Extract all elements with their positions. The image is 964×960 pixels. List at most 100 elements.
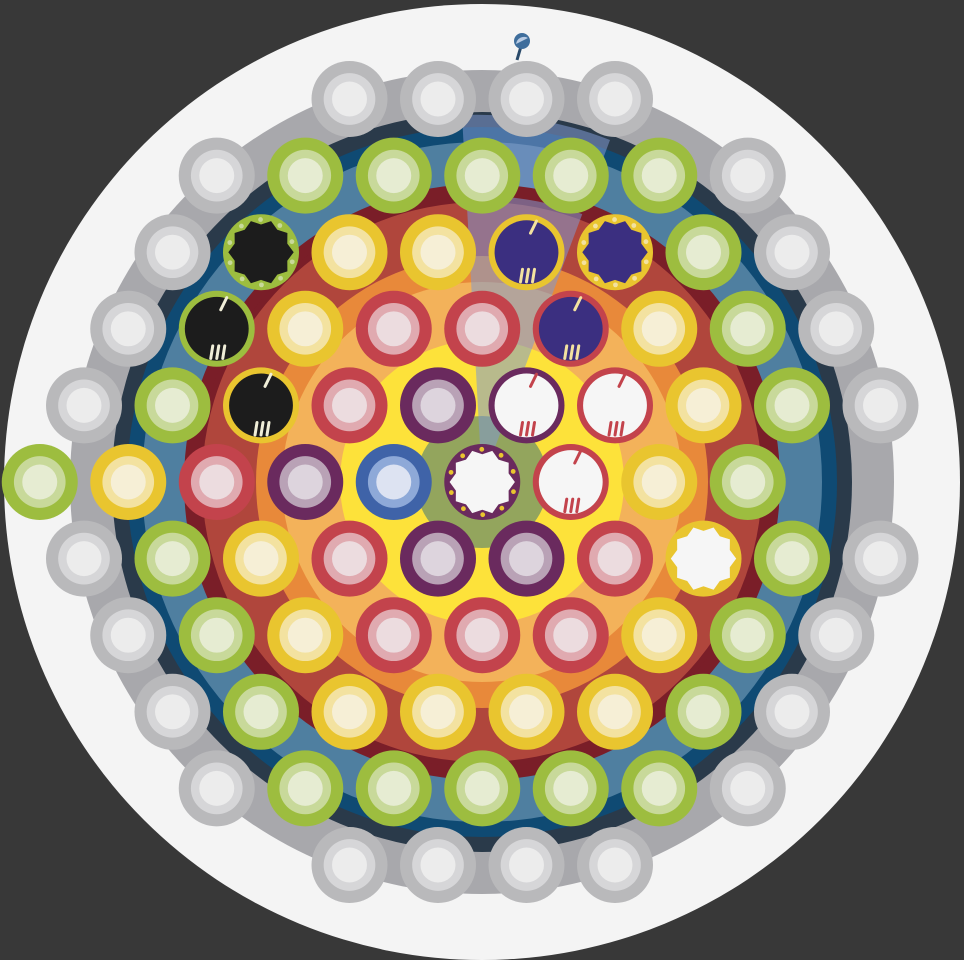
tile-core (287, 464, 323, 500)
board-tile-green[interactable] (444, 137, 521, 214)
board-tile-gray[interactable] (577, 827, 653, 903)
board-tile-yellow[interactable] (577, 673, 653, 750)
board-tile-gray[interactable] (178, 750, 255, 827)
board-tile-green[interactable] (267, 750, 344, 827)
board-tile-gray[interactable] (134, 673, 211, 750)
gear-tooth-dot (643, 259, 649, 265)
board-tile-red[interactable] (311, 367, 388, 444)
board-tile-red-white-notch[interactable] (577, 367, 653, 444)
board-tile-red-white-notch[interactable] (532, 444, 609, 520)
board-tile-purple-white-notch[interactable] (488, 367, 565, 444)
board-tile-gray[interactable] (311, 61, 388, 137)
board-tile-green[interactable] (134, 520, 211, 597)
gear-tooth-dot (593, 276, 599, 282)
board-tile-green[interactable] (532, 750, 609, 827)
board-tile-gray[interactable] (798, 597, 875, 674)
board-tile-red[interactable] (577, 520, 653, 597)
tile-core (66, 541, 102, 577)
board-tile-gray[interactable] (90, 290, 167, 367)
board-tile-gray[interactable] (400, 61, 476, 137)
board-tile-green[interactable] (532, 137, 609, 214)
board-tile-green[interactable] (355, 137, 432, 214)
board-tile-yellow[interactable] (621, 290, 698, 367)
board-tile-green[interactable] (621, 750, 698, 827)
board-tile-red[interactable] (355, 290, 432, 367)
board-tile-green[interactable] (621, 137, 698, 214)
board-tile-green[interactable] (709, 290, 786, 367)
board-tile-yellow[interactable] (223, 520, 299, 597)
board-tile-green[interactable] (134, 367, 211, 444)
board-tile-green[interactable] (665, 214, 742, 291)
board-tile-gray[interactable] (134, 214, 211, 291)
board-tile-yellow[interactable] (90, 444, 167, 520)
board-tile-green[interactable] (709, 444, 786, 520)
board-tile-green[interactable] (709, 597, 786, 674)
board-tile-gray[interactable] (46, 367, 122, 444)
tile-core (376, 617, 412, 653)
notch-mark (253, 421, 259, 437)
notch-mark (573, 449, 583, 465)
board-tile-gray[interactable] (311, 827, 388, 903)
board-tile-yellow[interactable] (665, 367, 742, 444)
board-tile-purple[interactable] (488, 520, 565, 597)
gear-tooth-dot (258, 217, 263, 222)
board-tile-green[interactable] (223, 673, 299, 750)
board-tile-red[interactable] (444, 597, 521, 674)
board-tile-gray[interactable] (178, 137, 255, 214)
board-tile-green[interactable] (754, 520, 830, 597)
board-tile-yellow[interactable] (400, 214, 476, 291)
board-tile-yellow-white-gear[interactable] (665, 520, 742, 597)
board-tile-purple-white-gear[interactable] (444, 444, 521, 520)
tile-core (110, 617, 146, 653)
board-tile-gray[interactable] (488, 827, 565, 903)
board-tile-gray[interactable] (842, 520, 919, 597)
board-tile-red-navy-notch[interactable] (532, 290, 609, 367)
board-tile-yellow[interactable] (311, 673, 388, 750)
board-tile-green[interactable] (267, 137, 344, 214)
board-tile-gray[interactable] (46, 520, 122, 597)
board-tile-gray[interactable] (798, 290, 875, 367)
board-tile-red[interactable] (532, 597, 609, 674)
tile-core (420, 234, 456, 270)
board-tile-green[interactable] (665, 673, 742, 750)
board-tile-gray[interactable] (754, 214, 830, 291)
board-tile-red[interactable] (178, 444, 255, 520)
board-tile-gray[interactable] (577, 61, 653, 137)
board-tile-yellow[interactable] (400, 673, 476, 750)
board-tile-blue[interactable] (355, 444, 432, 520)
board-tile-purple[interactable] (400, 520, 476, 597)
board-tile-red[interactable] (444, 290, 521, 367)
tile-core (641, 311, 677, 347)
tile-core (818, 617, 854, 653)
gear-tooth-dot (700, 523, 706, 529)
board-tile-yellow-black-notch[interactable] (223, 367, 299, 444)
board-tile-red[interactable] (311, 520, 388, 597)
board-tile-green-black-gear[interactable] (223, 214, 299, 291)
board-tile-yellow[interactable] (621, 444, 698, 520)
board-tile-green[interactable] (444, 750, 521, 827)
board-tile-yellow-navy-notch[interactable] (488, 214, 565, 291)
board-tile-purple[interactable] (267, 444, 344, 520)
board-tile-red[interactable] (355, 597, 432, 674)
board-tile-yellow[interactable] (621, 597, 698, 674)
board-tile-gray[interactable] (400, 827, 476, 903)
tile-core (464, 311, 500, 347)
board-tile-yellow[interactable] (488, 673, 565, 750)
notch-mark (531, 421, 536, 437)
board-tile-green[interactable] (355, 750, 432, 827)
board-tile-gray[interactable] (842, 367, 919, 444)
board-tile-gray[interactable] (709, 750, 786, 827)
board-tile-gray[interactable] (709, 137, 786, 214)
board-tile-purple[interactable] (400, 367, 476, 444)
board-tile-yellow-navy-gear[interactable] (577, 214, 653, 291)
board-tile-yellow[interactable] (267, 290, 344, 367)
board-tile-green[interactable] (178, 597, 255, 674)
board-tile-green[interactable] (754, 367, 830, 444)
board-tile-yellow[interactable] (267, 597, 344, 674)
board-tile-gray[interactable] (90, 597, 167, 674)
board-tile-gray[interactable] (488, 61, 565, 137)
board-tile-green-black-notch[interactable] (178, 290, 255, 367)
board-tile-green[interactable] (1, 444, 78, 520)
board-tile-gray[interactable] (754, 673, 830, 750)
board-tile-yellow[interactable] (311, 214, 388, 291)
